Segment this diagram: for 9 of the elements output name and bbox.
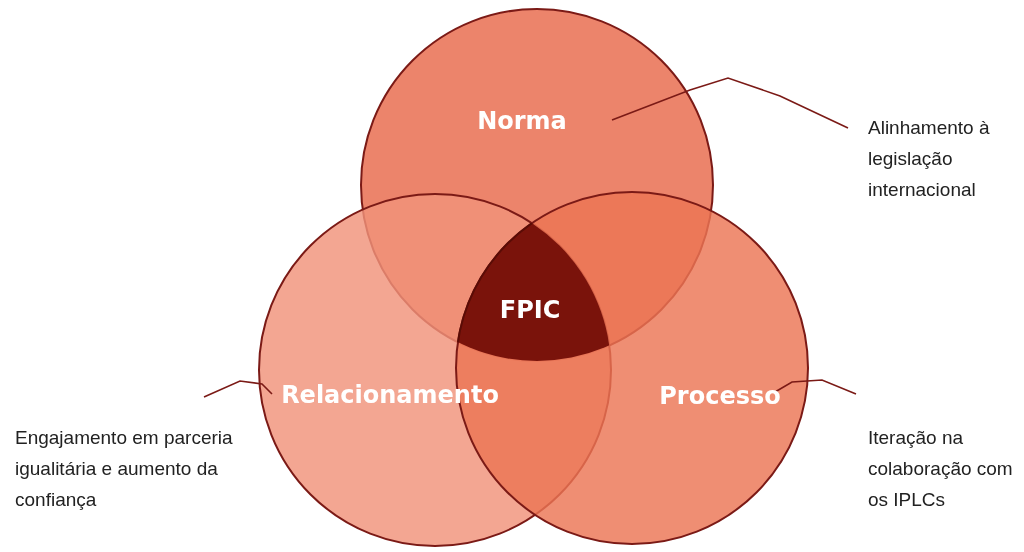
description-text: Engajamento em parceria igualitária e aumento da confiança bbox=[15, 426, 234, 512]
description-text: Iteração na colaboração com os IPLCs bbox=[868, 426, 1014, 512]
description-text: Alinhamento à legislação internacional bbox=[868, 116, 991, 202]
circle-label: FPIC bbox=[499, 296, 561, 324]
leader-line bbox=[774, 379, 857, 395]
leader-line bbox=[203, 380, 273, 398]
leader-line bbox=[611, 77, 849, 129]
circle-label: Norma bbox=[477, 107, 567, 135]
circle-label: Processo bbox=[659, 382, 781, 410]
